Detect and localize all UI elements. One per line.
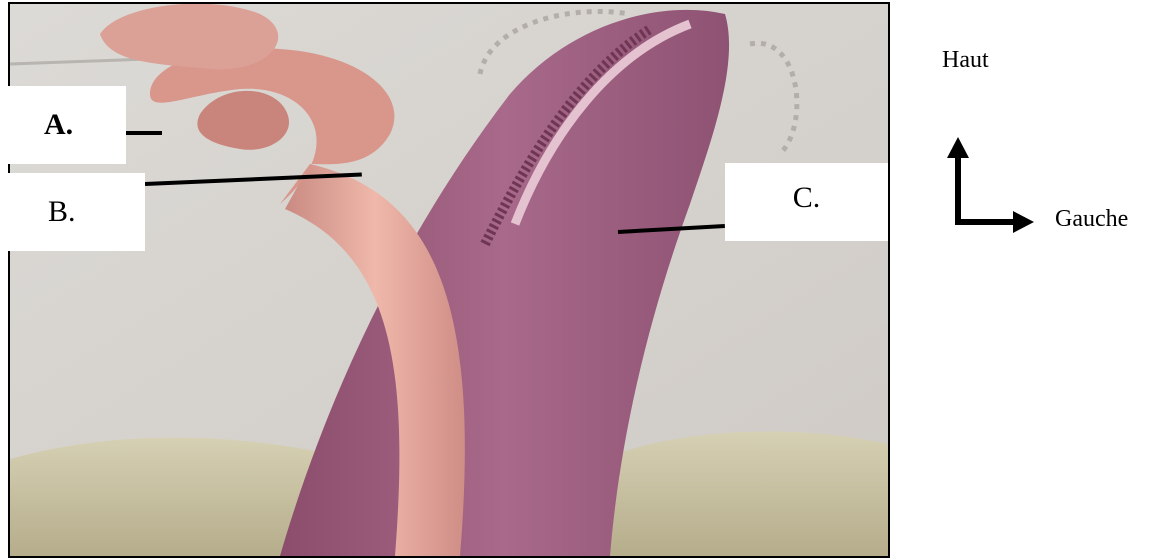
label-b: B. — [8, 173, 145, 251]
orientation-indicator: Haut Gauche — [880, 0, 1155, 560]
label-b-text: B. — [48, 197, 76, 227]
anatomy-illustration — [10, 4, 888, 556]
label-a: A. — [8, 86, 126, 164]
label-c: C. — [725, 163, 888, 241]
orientation-arrows-icon — [880, 0, 1155, 560]
arrow-left-head — [1013, 211, 1034, 233]
label-a-text: A. — [44, 110, 73, 140]
arrow-up-head — [947, 137, 969, 158]
leader-line-a — [126, 131, 162, 135]
label-c-text: C. — [793, 183, 821, 213]
anatomy-photo — [8, 2, 890, 558]
